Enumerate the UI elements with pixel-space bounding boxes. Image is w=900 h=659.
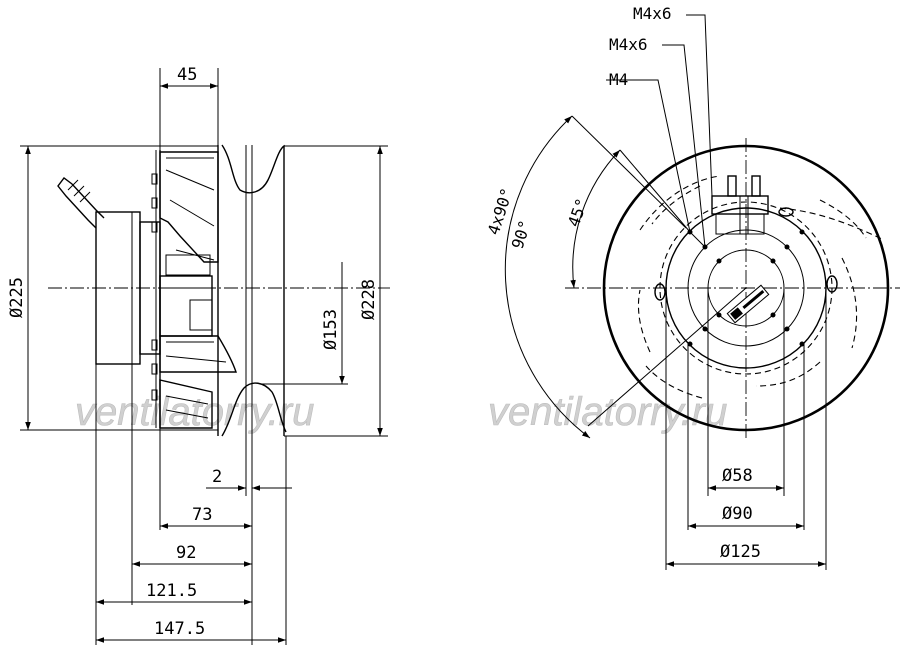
- lower-blade: [159, 335, 237, 373]
- dim-73-label: 73: [192, 505, 212, 525]
- outer-wheel: [602, 144, 890, 432]
- dim-58-label: Ø58: [722, 466, 753, 486]
- arc-90: [504, 115, 591, 439]
- leader-m4: [606, 79, 691, 233]
- angle-4x90-label: 4x90°: [484, 186, 517, 238]
- inlet-ring: [217, 144, 285, 436]
- cable-gland: [57, 177, 105, 229]
- dim-45-label: 45: [177, 65, 197, 85]
- angle-90-label: 90°: [508, 218, 535, 251]
- leader-radial: [587, 287, 747, 427]
- callout-m4x6-top: M4x6: [633, 4, 672, 23]
- watermark-right: ventilatorry.ru: [488, 390, 727, 434]
- side-view: 45 Ø225 Ø228 Ø153 2 73 92 121.5 147.5: [7, 65, 390, 645]
- dim-228-label: Ø228: [359, 279, 379, 320]
- callout-m4: M4: [609, 70, 628, 89]
- dim-147-5-label: 147.5: [154, 619, 205, 639]
- hidden-blades: [637, 175, 885, 399]
- dim-153-label: Ø153: [321, 309, 341, 350]
- dim-125-label: Ø125: [720, 542, 761, 562]
- logo-label-icon: [726, 284, 770, 324]
- ring-90: [687, 229, 805, 347]
- angle-45-label: 45°: [564, 196, 592, 230]
- cable-box: [711, 175, 769, 235]
- dim-225-label: Ø225: [7, 277, 27, 318]
- inner-ring-hidden: [659, 201, 833, 375]
- holes-125: [687, 229, 805, 347]
- dim-2-label: 2: [212, 467, 222, 487]
- upper-blade: [159, 151, 219, 263]
- arc-45: [570, 149, 621, 289]
- leader-m4x6-mid: [662, 44, 706, 248]
- backplate-screws: [151, 173, 158, 401]
- hub: [159, 275, 213, 337]
- dim-121-5-label: 121.5: [146, 581, 197, 601]
- dim-92-label: 92: [176, 543, 196, 563]
- leader-m4x6-top: [686, 14, 713, 197]
- dim-90-label: Ø90: [722, 504, 753, 524]
- holes-58: [716, 258, 776, 318]
- callout-m4x6-mid: M4x6: [609, 35, 648, 54]
- front-view: M4x6 M4x6 M4 4x90° 90° 45° Ø58 Ø90 Ø125: [484, 4, 900, 570]
